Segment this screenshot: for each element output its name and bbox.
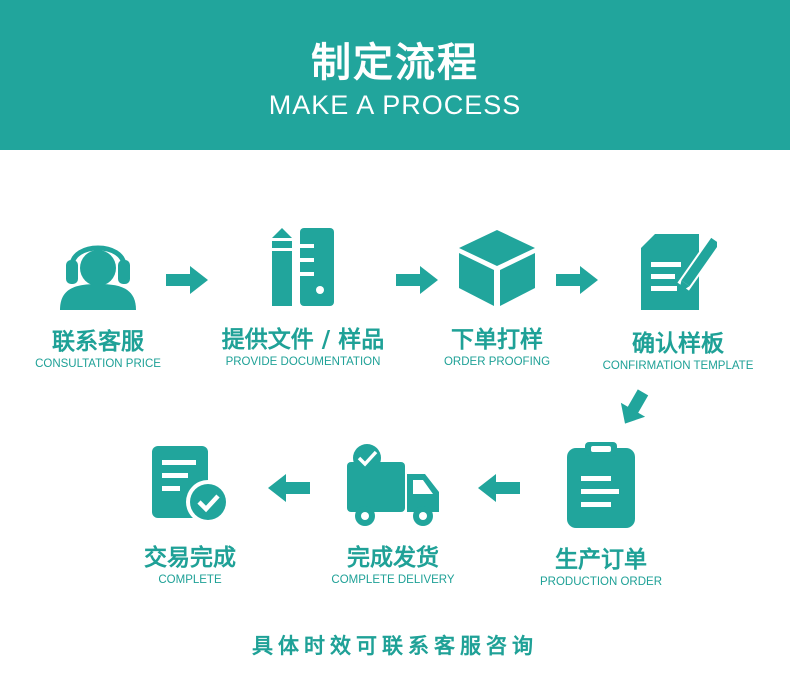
header-banner: 制定流程 MAKE A PROCESS — [0, 0, 790, 150]
step-title: 完成发货 — [347, 545, 439, 571]
arrow-left-icon — [478, 474, 520, 502]
page-title: 制定流程 — [311, 40, 479, 86]
step-title: 提供文件 / 样品 — [221, 327, 385, 353]
step-title: 交易完成 — [144, 545, 236, 571]
step-subtitle: CONSULTATION PRICE — [35, 358, 161, 370]
step-title: 联系客服 — [52, 329, 144, 355]
arrow-right-icon — [396, 266, 438, 294]
clipboard-icon — [567, 442, 635, 528]
arrow-right-icon — [166, 266, 208, 294]
step-title: 生产订单 — [555, 547, 647, 573]
step-subtitle: PROVIDE DOCUMENTATION — [225, 356, 381, 368]
arrow-left-icon — [268, 474, 310, 502]
page-subtitle: MAKE A PROCESS — [268, 90, 522, 120]
arrow-right-icon — [556, 266, 598, 294]
footer-note: 具体时效可联系客服咨询 — [252, 634, 538, 658]
document-check-icon — [152, 446, 228, 524]
step-consultation: 联系客服 CONSULTATION PRICE — [28, 228, 168, 370]
headset-user-icon — [60, 245, 136, 310]
step-title: 确认样板 — [632, 331, 724, 357]
step-subtitle: ORDER PROOFING — [443, 356, 551, 368]
step-subtitle: PRODUCTION ORDER — [539, 576, 663, 588]
pencil-ruler-icon — [272, 228, 334, 306]
document-edit-icon — [641, 234, 717, 310]
step-title: 下单打样 — [451, 327, 543, 353]
delivery-truck-icon — [347, 444, 439, 526]
step-order-proofing: 下单打样 ORDER PROOFING — [432, 228, 562, 368]
step-subtitle: CONFIRMATION TEMPLATE — [602, 360, 754, 372]
box-icon — [459, 230, 535, 306]
step-production-order: 生产订单 PRODUCTION ORDER — [536, 442, 666, 588]
arrow-down-left-icon — [620, 389, 649, 424]
step-complete-delivery: 完成发货 COMPLETE DELIVERY — [328, 444, 458, 586]
step-confirmation-template: 确认样板 CONFIRMATION TEMPLATE — [598, 228, 758, 372]
step-provide-documentation: 提供文件 / 样品 PROVIDE DOCUMENTATION — [210, 228, 396, 368]
step-subtitle: COMPLETE — [158, 574, 222, 586]
step-complete: 交易完成 COMPLETE — [125, 446, 255, 586]
step-subtitle: COMPLETE DELIVERY — [331, 574, 455, 586]
